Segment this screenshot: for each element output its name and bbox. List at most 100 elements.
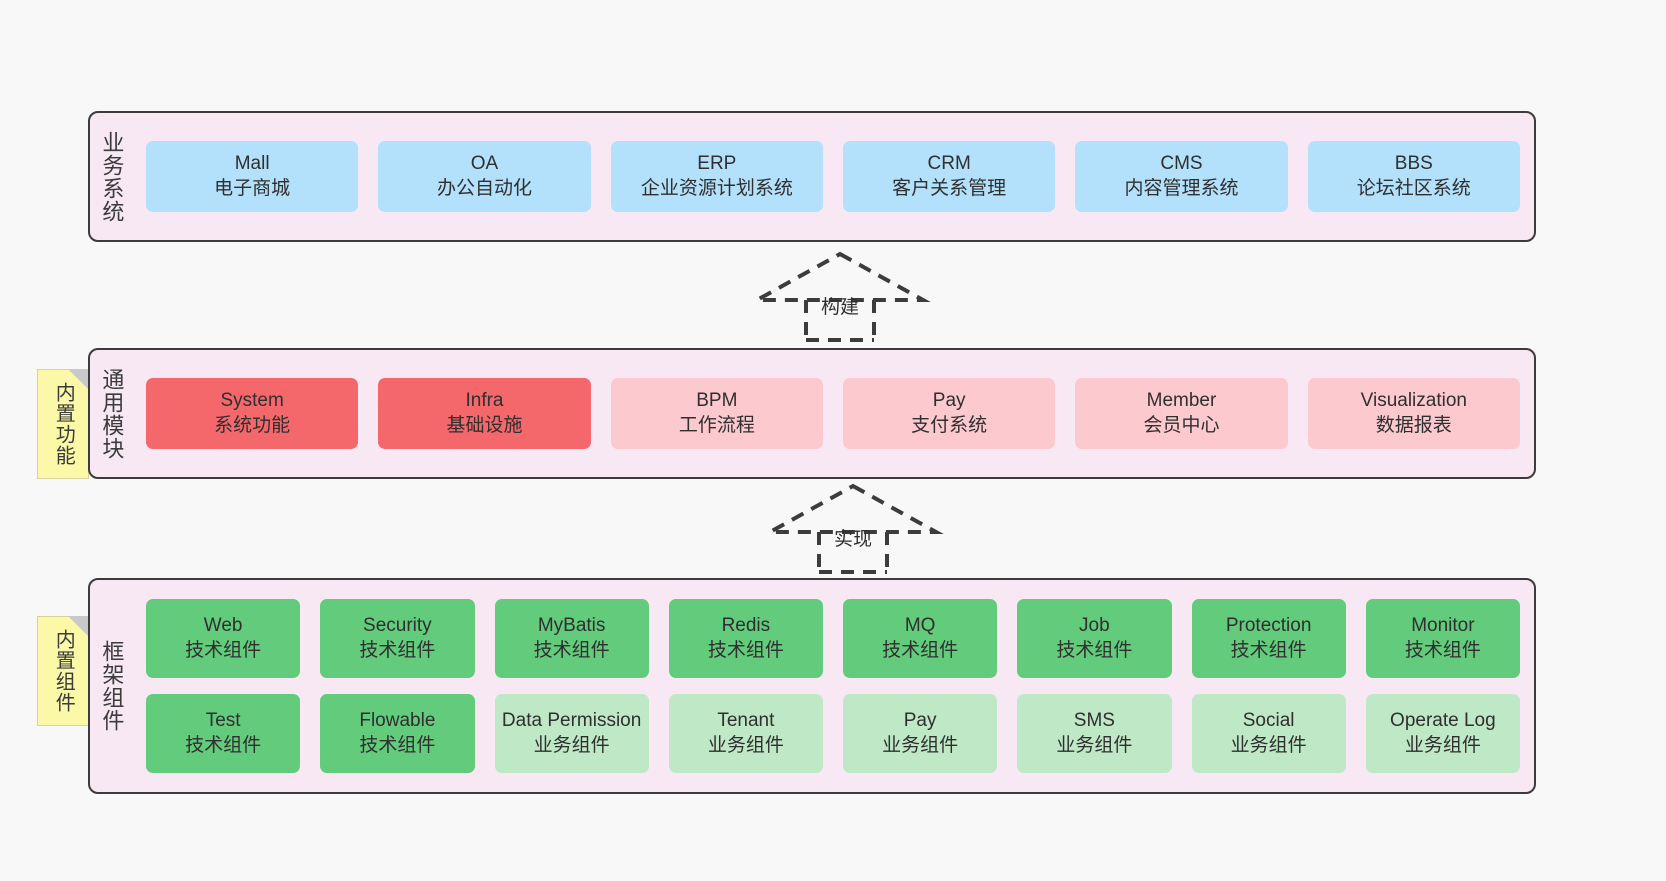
node-subtitle: 系统功能 [214,414,291,436]
node-subtitle: 办公自动化 [436,177,532,199]
node-sms[interactable]: SMS 业务组件 [1017,694,1172,773]
node-subtitle: 业务组件 [1230,734,1307,756]
node-subtitle: 基础设施 [446,414,523,436]
node-subtitle: 数据报表 [1375,414,1452,436]
node-tenant[interactable]: Tenant 业务组件 [668,694,823,773]
node-mybatis[interactable]: MyBatis 技术组件 [494,599,649,678]
node-subtitle: 电子商城 [214,177,291,199]
node-redis[interactable]: Redis 技术组件 [668,599,823,678]
node-protection[interactable]: Protection 技术组件 [1191,599,1346,678]
node-flowable[interactable]: Flowable 技术组件 [320,694,475,773]
node-web[interactable]: Web 技术组件 [146,599,301,678]
layer-body-common-modules: System 系统功能 Infra 基础设施 BPM 工作流程 Pay 支付系统… [132,350,1534,477]
node-title: System [220,390,284,412]
node-bbs[interactable]: BBS 论坛社区系统 [1307,141,1520,212]
node-title: Tenant [717,710,775,732]
node-subtitle: 客户关系管理 [892,177,1007,199]
node-pay-business[interactable]: Pay 业务组件 [843,694,998,773]
node-social[interactable]: Social 业务组件 [1191,694,1346,773]
node-monitor[interactable]: Monitor 技术组件 [1365,599,1520,678]
layer-caption-business-system: 业务系统 [99,130,125,223]
node-subtitle: 业务组件 [1404,734,1481,756]
node-subtitle: 技术组件 [882,639,959,661]
node-title: Job [1079,615,1110,637]
connector-label-build: 构建 [820,297,860,318]
node-subtitle: 内容管理系统 [1124,177,1239,199]
node-title: Member [1146,390,1217,412]
layer-caption-common-modules: 通用模块 [99,367,125,460]
node-subtitle: 技术组件 [185,639,262,661]
box-row: Mall 电子商城 OA 办公自动化 ERP 企业资源计划系统 CRM 客户关系… [146,141,1520,212]
node-member[interactable]: Member 会员中心 [1075,378,1288,449]
node-title: Mall [234,153,270,175]
node-job[interactable]: Job 技术组件 [1017,599,1172,678]
box-row: System 系统功能 Infra 基础设施 BPM 工作流程 Pay 支付系统… [146,378,1520,449]
node-security[interactable]: Security 技术组件 [320,599,475,678]
node-operate-log[interactable]: Operate Log 业务组件 [1365,694,1520,773]
node-title: Social [1242,710,1295,732]
node-title: CMS [1160,153,1203,175]
connector-realize: 实现 [762,483,944,574]
node-bpm[interactable]: BPM 工作流程 [610,378,823,449]
connector-build: 构建 [749,251,931,342]
node-title: Flowable [359,710,436,732]
node-subtitle: 技术组件 [1230,639,1307,661]
node-title: ERP [697,153,737,175]
node-subtitle: 工作流程 [678,414,755,436]
node-title: OA [470,153,499,175]
layer-common-modules: 通用模块 System 系统功能 Infra 基础设施 BPM 工作流程 Pay… [88,348,1536,479]
node-subtitle: 业务组件 [533,734,610,756]
node-visualization[interactable]: Visualization 数据报表 [1307,378,1520,449]
note-builtin-features: 内置功能 [37,369,89,479]
node-title: MyBatis [537,615,606,637]
node-title: MQ [904,615,936,637]
node-oa[interactable]: OA 办公自动化 [378,141,591,212]
node-subtitle: 支付系统 [911,414,988,436]
node-title: Visualization [1360,390,1467,412]
node-crm[interactable]: CRM 客户关系管理 [842,141,1056,212]
node-title: BBS [1394,153,1433,175]
layer-body-framework-components: Web 技术组件 Security 技术组件 MyBatis 技术组件 Redi… [132,580,1534,792]
node-subtitle: 技术组件 [707,639,784,661]
node-title: Pay [932,390,966,412]
node-title: CRM [927,153,971,175]
node-title: Data Permission [501,710,642,732]
node-title: Test [205,710,241,732]
node-pay[interactable]: Pay 支付系统 [842,378,1056,449]
node-mall[interactable]: Mall 电子商城 [146,141,359,212]
node-subtitle: 技术组件 [359,639,436,661]
layer-body-business-system: Mall 电子商城 OA 办公自动化 ERP 企业资源计划系统 CRM 客户关系… [132,113,1534,240]
note-label: 内置组件 [52,629,75,713]
node-mq[interactable]: MQ 技术组件 [843,599,998,678]
node-erp[interactable]: ERP 企业资源计划系统 [610,141,823,212]
node-title: Web [203,615,243,637]
node-test[interactable]: Test 技术组件 [146,694,301,773]
node-title: Pay [903,710,937,732]
node-subtitle: 技术组件 [359,734,436,756]
layer-caption-framework-components: 框架组件 [99,640,125,732]
node-subtitle: 会员中心 [1143,414,1220,436]
node-title: Protection [1225,615,1312,637]
layer-business-system: 业务系统 Mall 电子商城 OA 办公自动化 ERP 企业资源计划系统 CRM… [88,111,1536,242]
note-label: 内置功能 [52,382,75,466]
node-infra[interactable]: Infra 基础设施 [378,378,591,449]
node-subtitle: 技术组件 [1404,639,1481,661]
connector-label-realize: 实现 [833,529,873,550]
node-title: Infra [465,390,504,412]
node-subtitle: 业务组件 [1056,734,1133,756]
node-title: Redis [721,615,771,637]
node-subtitle: 业务组件 [707,734,784,756]
node-title: Operate Log [1390,710,1496,732]
node-system[interactable]: System 系统功能 [146,378,359,449]
node-title: Security [363,615,432,637]
box-row: Web 技术组件 Security 技术组件 MyBatis 技术组件 Redi… [146,599,1520,678]
layer-framework-components: 框架组件 Web 技术组件 Security 技术组件 MyBatis 技术组件… [88,578,1536,794]
node-title: Monitor [1411,615,1475,637]
node-subtitle: 企业资源计划系统 [640,177,793,199]
node-subtitle: 论坛社区系统 [1356,177,1471,199]
node-subtitle: 技术组件 [533,639,610,661]
node-title: BPM [696,390,738,412]
node-data-permission[interactable]: Data Permission 业务组件 [494,694,649,773]
node-cms[interactable]: CMS 内容管理系统 [1075,141,1288,212]
